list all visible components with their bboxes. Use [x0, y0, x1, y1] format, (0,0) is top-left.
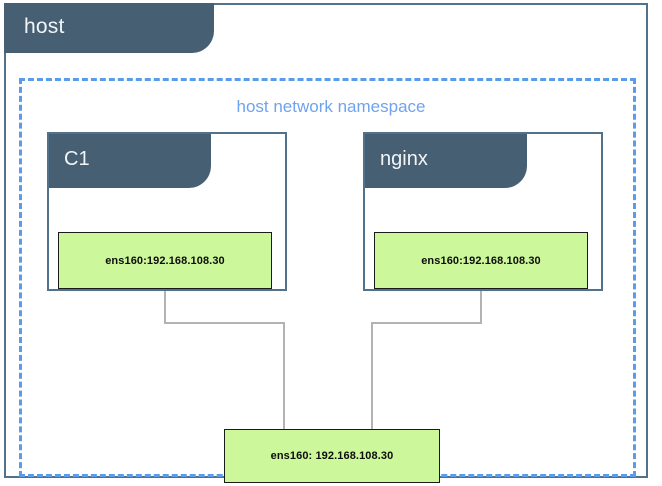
interface-label-nginx: ens160:192.168.108.30 [421, 254, 541, 267]
interface-label-host: ens160: 192.168.108.30 [270, 450, 394, 462]
host-title: host [24, 15, 65, 38]
interface-box-host: ens160: 192.168.108.30 [224, 429, 440, 483]
interface-box-c1: ens160:192.168.108.30 [58, 232, 272, 289]
host-network-namespace-label: host network namespace [236, 97, 426, 116]
container-title-c1: C1 [64, 148, 90, 170]
interface-box-nginx: ens160:192.168.108.30 [374, 232, 588, 289]
host-titlebar: host [4, 3, 214, 53]
container-title-nginx: nginx [380, 148, 428, 170]
interface-label-c1: ens160:192.168.108.30 [105, 254, 225, 267]
container-titlebar-nginx: nginx [365, 134, 527, 188]
container-titlebar-c1: C1 [49, 134, 211, 188]
